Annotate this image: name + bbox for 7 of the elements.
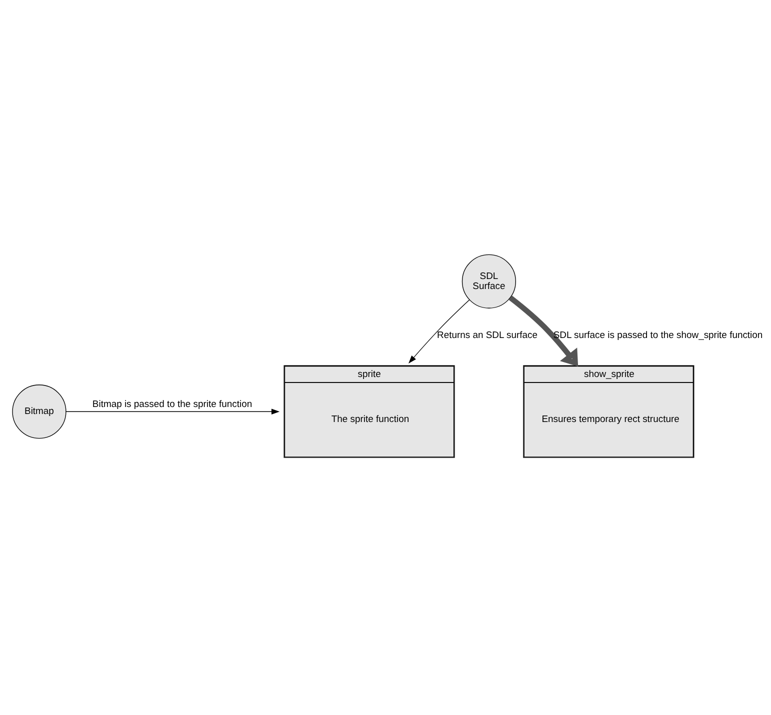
node-circle: SDL Surface	[461, 254, 516, 308]
arrow	[508, 296, 578, 367]
node-circle: Bitmap	[12, 384, 66, 439]
arrow	[65, 408, 280, 414]
edge-label: Bitmap is passed to the sprite function	[92, 399, 252, 410]
arrow	[408, 299, 470, 364]
edge-label: Returns an SDL surface	[436, 330, 538, 342]
